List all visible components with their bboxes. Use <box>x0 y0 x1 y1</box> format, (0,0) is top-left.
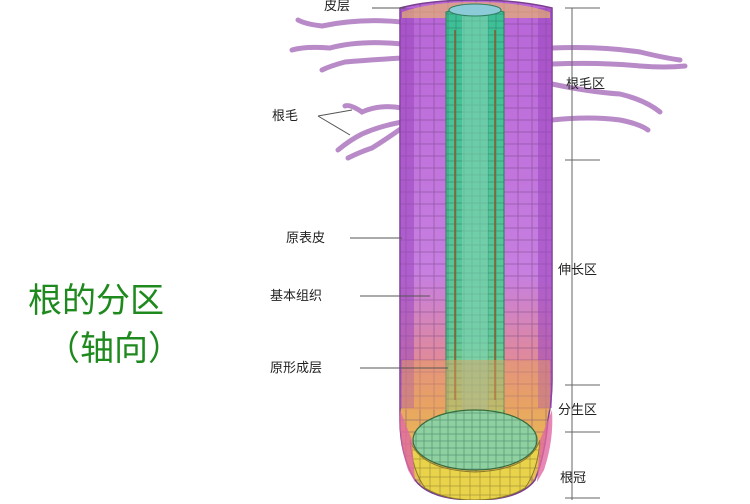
left-leader-lines <box>317 7 448 369</box>
label-procambium: 原形成层 <box>270 361 323 376</box>
label-maturation-zone: 根毛区 <box>566 77 606 92</box>
diagram-subtitle: （轴向） <box>46 329 182 369</box>
label-protoderm: 原表皮 <box>286 231 326 246</box>
label-root-hair: 根毛 <box>272 109 299 124</box>
zone-brackets <box>565 7 600 500</box>
label-ground-tissue: 基本组织 <box>270 289 323 304</box>
label-elongation-zone: 伸长区 <box>558 263 598 278</box>
label-root-cap: 根冠 <box>560 471 587 486</box>
label-cortex: 皮层 <box>324 0 351 14</box>
diagram-title: 根的分区 <box>28 281 164 321</box>
root-hairs-left <box>289 17 405 161</box>
label-meristem-zone: 分生区 <box>558 403 598 418</box>
